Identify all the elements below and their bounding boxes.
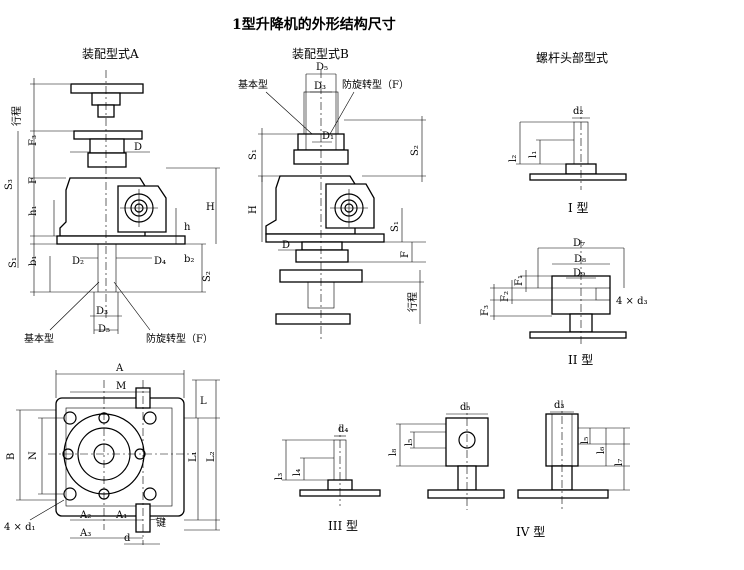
type4-caption: IV 型 bbox=[516, 525, 545, 539]
type1-caption: I 型 bbox=[568, 201, 589, 215]
view-b-dim-stroke: 行程 bbox=[406, 292, 419, 312]
view-a-dim-b2: b₂ bbox=[184, 254, 194, 265]
view-a-dim-f3: F₃ bbox=[28, 135, 39, 146]
type2-dim-f3: F₃ bbox=[480, 305, 491, 316]
type3-dim-d4: d₄ bbox=[338, 424, 348, 435]
type2-dim-holes: 4 × d₃ bbox=[616, 296, 648, 307]
type1-drawing bbox=[516, 106, 627, 190]
main-title: 1型升降机的外形结构尺寸 bbox=[232, 16, 396, 33]
view-a-dim-h: H bbox=[206, 202, 215, 213]
type2-dim-f1: F₁ bbox=[514, 275, 525, 286]
plan-dim-a3: A₃ bbox=[79, 528, 91, 539]
type2-dim-d7: D₇ bbox=[573, 238, 585, 249]
view-a-dim-h-small: h bbox=[184, 222, 191, 233]
plan-dim-l: L bbox=[200, 396, 207, 407]
plan-dim-d: d bbox=[124, 533, 131, 544]
type3-dim-l3: l₃ bbox=[274, 473, 285, 480]
view-b-dim-d3: D₃ bbox=[314, 81, 326, 92]
type4-dim-l8: l₈ bbox=[388, 449, 399, 456]
type3-dim-l4: l₄ bbox=[292, 469, 303, 476]
type5-drawing bbox=[517, 400, 630, 510]
view-a-dim-d2: D₂ bbox=[72, 256, 84, 267]
view-a-dim-b1: b₁ bbox=[28, 256, 39, 266]
view-b-dim-f: F bbox=[400, 251, 411, 258]
plan-dim-holes: 4 × d₁ bbox=[4, 522, 36, 533]
view-a-callout-basic: 基本型 bbox=[24, 332, 54, 345]
view-a-dim-d4: D₄ bbox=[154, 256, 166, 267]
plan-dim-m: M bbox=[116, 381, 126, 392]
type5-dim-l6: l₆ bbox=[596, 447, 607, 454]
type2-dim-f2: F₂ bbox=[500, 291, 511, 302]
view-a-dim-s3: S₃ bbox=[4, 179, 15, 190]
view-a-dim-f: F bbox=[28, 177, 39, 184]
view-a-title: 装配型式A bbox=[82, 47, 139, 61]
type2-caption: II 型 bbox=[568, 353, 593, 367]
view-a-dim-d3: D₃ bbox=[96, 306, 108, 317]
plan-dim-a1: A₁ bbox=[115, 510, 127, 521]
view-b-dim-s2: S₂ bbox=[410, 145, 421, 156]
view-a-dim-s1: S₁ bbox=[8, 257, 19, 268]
view-a-dim-stroke: 行程 bbox=[10, 106, 23, 126]
view-b-callout-antirot: 防旋转型（F） bbox=[342, 78, 409, 91]
type4-dim-d5: d₅ bbox=[460, 402, 470, 413]
type1-dim-d2: d₂ bbox=[573, 106, 583, 117]
type2-dim-d9: D₉ bbox=[573, 268, 585, 279]
view-b-title: 装配型式B bbox=[292, 47, 349, 61]
plan-dim-b: B bbox=[6, 453, 17, 460]
plan-dim-l2: L₂ bbox=[206, 451, 217, 462]
type4-dim-l5: l₅ bbox=[404, 439, 415, 446]
view-a-dim-d: D bbox=[134, 142, 142, 153]
plan-dim-a: A bbox=[115, 363, 124, 374]
plan-dim-n: N bbox=[28, 451, 39, 460]
type1-dim-l2: l₂ bbox=[508, 155, 519, 162]
type3-drawing bbox=[282, 424, 381, 506]
view-a-dim-s2: S₂ bbox=[202, 271, 213, 282]
view-b-dim-s1-bottom: S₁ bbox=[390, 221, 401, 232]
plan-dim-a2: A₂ bbox=[79, 510, 91, 521]
type2-drawing bbox=[490, 240, 627, 345]
view-b-drawing bbox=[258, 70, 426, 340]
screw-head-title: 螺杆头部型式 bbox=[536, 50, 608, 65]
view-b-dim-s1-top: S₁ bbox=[248, 149, 259, 160]
view-a-dim-h1: h₁ bbox=[28, 206, 39, 216]
view-a-dim-d5: D₅ bbox=[98, 324, 110, 335]
view-b-dim-h: H bbox=[248, 205, 259, 214]
view-a-drawing bbox=[17, 70, 220, 334]
type2-dim-d8: D₈ bbox=[574, 254, 586, 265]
view-a-callout-antirot: 防旋转型（F） bbox=[146, 332, 213, 345]
type5-dim-d3: d₃ bbox=[554, 400, 564, 411]
type1-dim-l1: l₁ bbox=[528, 151, 539, 158]
view-b-dim-d5: D₅ bbox=[316, 62, 328, 73]
plan-callout-key: 键 bbox=[156, 516, 166, 529]
type3-caption: III 型 bbox=[328, 519, 358, 533]
view-b-dim-d1: D₁ bbox=[322, 131, 334, 142]
plan-dim-l1: L₁ bbox=[188, 451, 199, 462]
plan-view-drawing bbox=[16, 370, 220, 545]
type4-drawing bbox=[396, 402, 505, 510]
type5-dim-l5: l₅ bbox=[580, 437, 591, 444]
view-b-callout-basic: 基本型 bbox=[238, 78, 268, 91]
view-b-dim-d: D bbox=[282, 240, 290, 251]
type5-dim-l7: l₇ bbox=[614, 459, 625, 466]
